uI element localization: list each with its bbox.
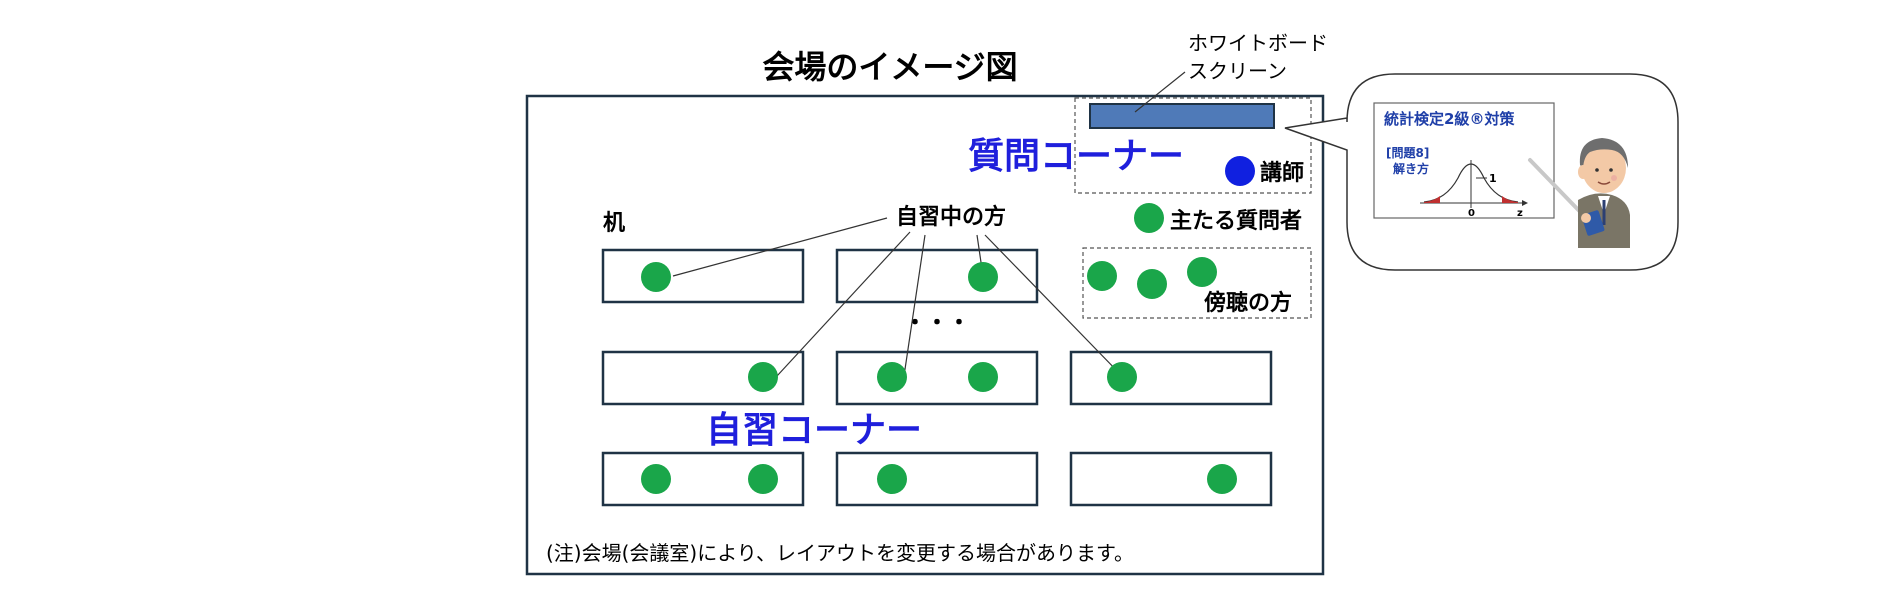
student-dot bbox=[877, 464, 907, 494]
auditor-dot bbox=[1087, 261, 1117, 291]
desk bbox=[835, 248, 1039, 304]
student-dot bbox=[748, 362, 778, 392]
student-dot bbox=[968, 262, 998, 292]
qa-corner-label: 質問コーナー bbox=[968, 136, 1184, 177]
self-study-leader-line bbox=[903, 234, 926, 377]
layout-note: (注)会場(会議室)により、レイアウトを変更する場合があります。 bbox=[546, 541, 1134, 565]
self-study-leader-line bbox=[672, 217, 888, 277]
self-study-leader-line bbox=[984, 234, 1123, 377]
room-frame bbox=[525, 94, 1325, 576]
slide-axis-one: 1 bbox=[1489, 172, 1497, 185]
slide-subtitle-line2: 解き方 bbox=[1393, 161, 1429, 176]
desk bbox=[835, 350, 1039, 406]
whiteboard-leader-line bbox=[1134, 71, 1186, 113]
desk bbox=[1069, 451, 1273, 507]
whiteboard bbox=[1089, 103, 1275, 129]
self-study-leader-line bbox=[776, 231, 911, 377]
auditor-dot bbox=[1187, 257, 1217, 287]
student-dot bbox=[1107, 362, 1137, 392]
self-study-label: 自習中の方 bbox=[896, 204, 1006, 230]
self-study-corner-label: 自習コーナー bbox=[706, 410, 922, 451]
student-dot bbox=[968, 362, 998, 392]
instructor-dot bbox=[1225, 156, 1255, 186]
lecture-slide bbox=[1373, 102, 1555, 219]
slide-axis-zero: 0 bbox=[1468, 208, 1475, 219]
desk bbox=[601, 248, 805, 304]
instructor-illustration bbox=[1528, 138, 1630, 248]
desk bbox=[1069, 350, 1273, 406]
student-dot bbox=[641, 262, 671, 292]
slide-title: 統計検定2級®対策 bbox=[1384, 110, 1515, 128]
whiteboard-label-line1: ホワイトボード bbox=[1188, 31, 1328, 55]
normal-distribution-plot: 1 0 z bbox=[1420, 160, 1528, 219]
slide-axis-z: z bbox=[1517, 208, 1523, 219]
whiteboard-label-line2: スクリーン bbox=[1188, 59, 1287, 83]
auditor-dot bbox=[1137, 269, 1167, 299]
student-dot bbox=[877, 362, 907, 392]
legend-main-questioner-label: 主たる質問者 bbox=[1170, 209, 1302, 234]
main-questioner-dot bbox=[1134, 203, 1164, 233]
slide-subtitle-line1: [問題8] bbox=[1386, 146, 1429, 160]
desk bbox=[835, 451, 1039, 507]
student-dot bbox=[641, 464, 671, 494]
desk-label: 机 bbox=[603, 211, 625, 236]
diagram-title: 会場のイメージ図 bbox=[762, 48, 1017, 86]
legend-instructor-label: 講師 bbox=[1260, 160, 1304, 186]
legend-auditor-label: 傍聴の方 bbox=[1204, 290, 1292, 316]
whiteboard-area bbox=[1074, 97, 1312, 194]
student-dot bbox=[1207, 464, 1237, 494]
ellipsis: ・・・ bbox=[904, 311, 970, 336]
auditor-area bbox=[1082, 247, 1312, 319]
student-dot bbox=[748, 464, 778, 494]
